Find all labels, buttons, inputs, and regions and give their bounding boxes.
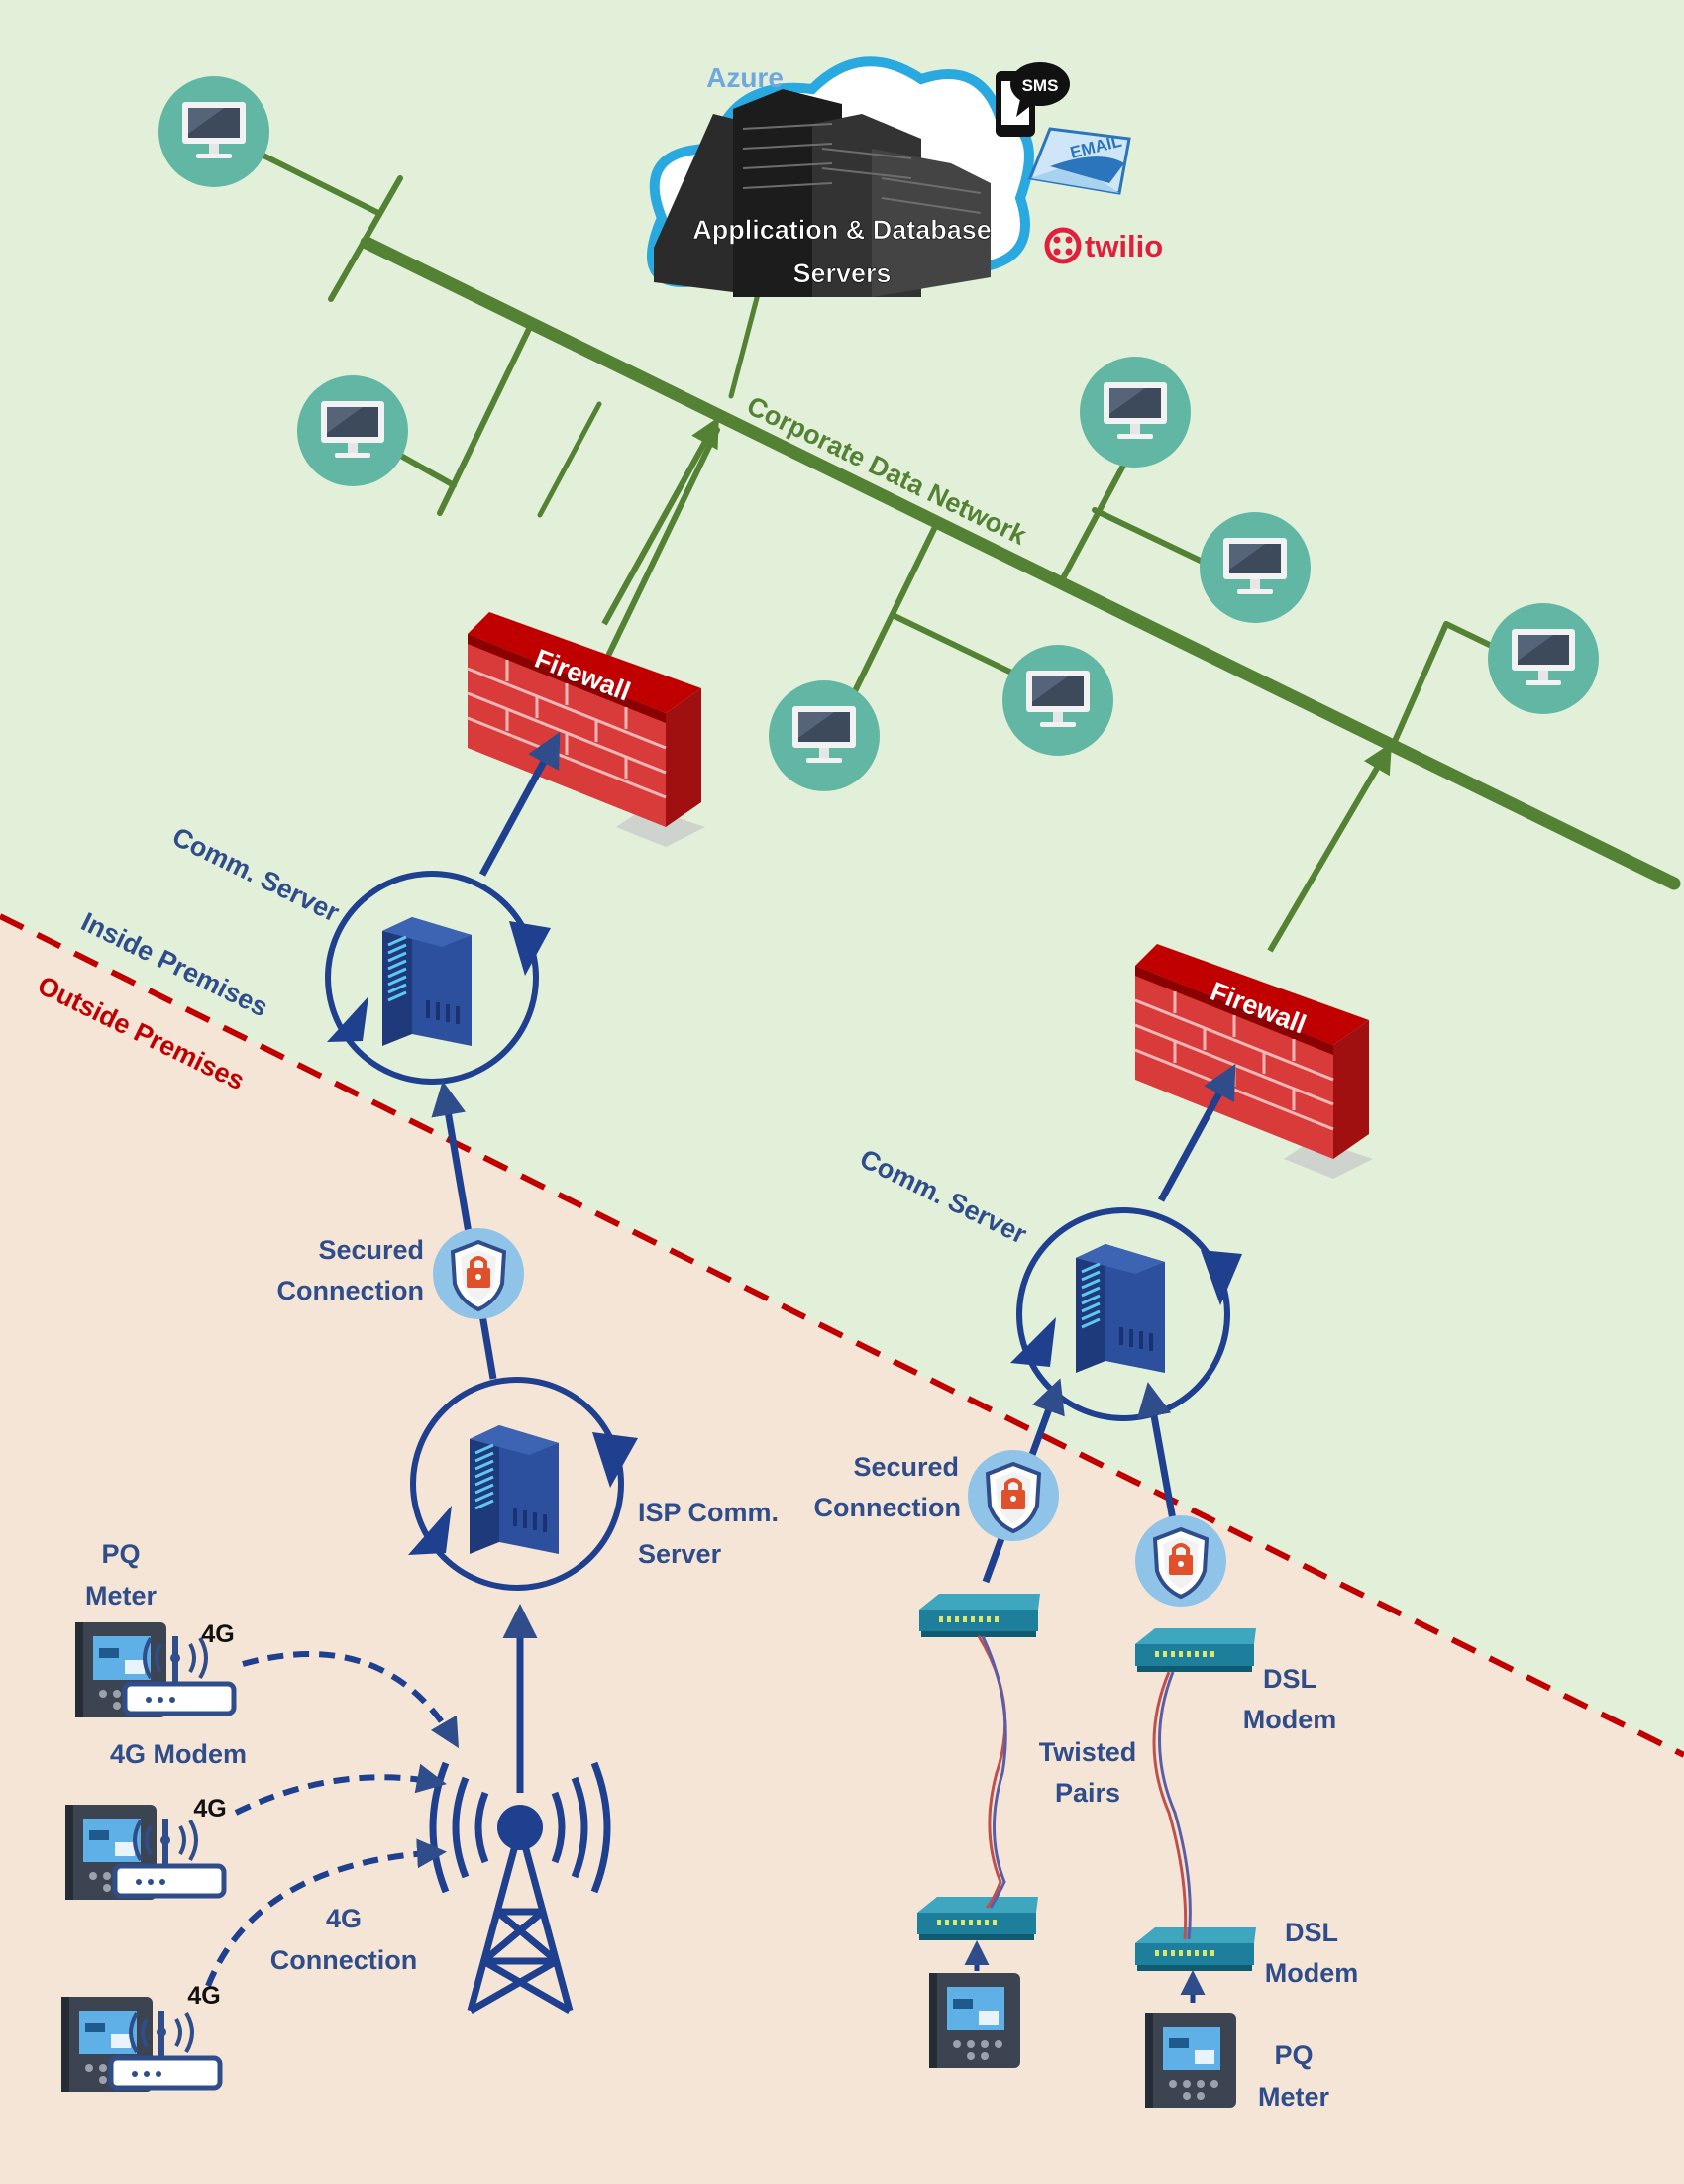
dsl-modem-label-upper-line2: Modem (1243, 1705, 1337, 1734)
secured-label-left-line1: Secured (318, 1235, 424, 1265)
monitor-icon[interactable] (1200, 512, 1311, 623)
isp-comm-server[interactable] (408, 1377, 638, 1591)
twisted-pairs-label-line1: Twisted (1039, 1737, 1137, 1767)
dsl-modem-label-upper-line1: DSL (1263, 1664, 1316, 1694)
server-icon (380, 915, 474, 1048)
cloud-icon (646, 56, 1034, 297)
server-to-firewall-right (1157, 1063, 1236, 1202)
pq-meter-label-left-line1: PQ (101, 1539, 140, 1569)
isp-label-line1: ISP Comm. (638, 1498, 779, 1527)
4g-connection-label-line1: 4G (326, 1904, 362, 1933)
twilio-logo-icon (1044, 227, 1082, 264)
secured-label-left-line2: Connection (277, 1276, 425, 1305)
monitor-icon[interactable] (769, 680, 880, 791)
pq-meter-icon[interactable] (929, 1973, 1020, 2068)
sms-icon (996, 62, 1070, 137)
isp-label-line2: Server (638, 1539, 722, 1569)
modem-icon[interactable] (917, 1897, 1038, 1940)
4g-tag: 4G (187, 1982, 220, 2010)
cloud-servers-label-line2: Servers (792, 259, 891, 288)
server-icon (1074, 1242, 1167, 1375)
cloud-provider-label: Azure (706, 62, 784, 93)
server-icon (468, 1423, 561, 1556)
4g-links (205, 1651, 460, 1988)
monitor-icon[interactable] (297, 375, 408, 486)
4g-tag: 4G (201, 1620, 234, 1648)
4g-tag: 4G (193, 1795, 226, 1822)
4g-connection-label-line2: Connection (270, 1945, 418, 1975)
dsl-modem-label-lower-line1: DSL (1285, 1918, 1338, 1947)
twisted-pairs (977, 1635, 1192, 1940)
premises-boundary-line (0, 913, 1684, 1758)
pq-meter-icon[interactable] (1145, 2013, 1236, 2108)
twisted-pairs-label-line2: Pairs (1055, 1778, 1120, 1808)
comm-server-right[interactable] (1010, 1207, 1242, 1421)
shield-lock-icon (1133, 1513, 1228, 1609)
monitor-icon[interactable] (1488, 603, 1599, 714)
modem-icon[interactable] (919, 1594, 1040, 1637)
monitor-icon[interactable] (1002, 645, 1113, 756)
server-to-firewall-left (478, 731, 561, 877)
shield-lock-icon (431, 1226, 526, 1321)
inside-premises-area (0, 0, 1684, 1755)
monitor-icon[interactable] (1080, 357, 1191, 468)
twilio-label: twilio (1085, 229, 1163, 263)
pq-meter-label-left-line2: Meter (85, 1581, 158, 1611)
modem-icon[interactable] (1135, 1927, 1256, 1971)
cloud-servers-label-line1: Application & Database (692, 215, 992, 245)
tower-antenna-hub (497, 1805, 543, 1850)
4g-modem-label: 4G Modem (110, 1739, 247, 1769)
modem-icon[interactable] (1135, 1628, 1256, 1672)
pq-meter-label-right-line1: PQ (1274, 2040, 1313, 2070)
cell-tower-icon (429, 1604, 611, 2015)
pq-meter-label-right-line2: Meter (1258, 2082, 1330, 2112)
sms-label: SMS (1022, 76, 1059, 95)
email-icon (1027, 127, 1131, 195)
dsl-link-right (1136, 1382, 1178, 1526)
firewall-uplink-left (601, 416, 719, 626)
secured-label-right-line2: Connection (814, 1493, 962, 1522)
shield-lock-icon (966, 1448, 1061, 1543)
dsl-modem-label-lower-line2: Modem (1265, 1958, 1359, 1988)
monitor-icon[interactable] (158, 76, 269, 187)
firewall-uplink-right (1267, 742, 1393, 953)
secured-label-right-line1: Secured (853, 1452, 959, 1482)
